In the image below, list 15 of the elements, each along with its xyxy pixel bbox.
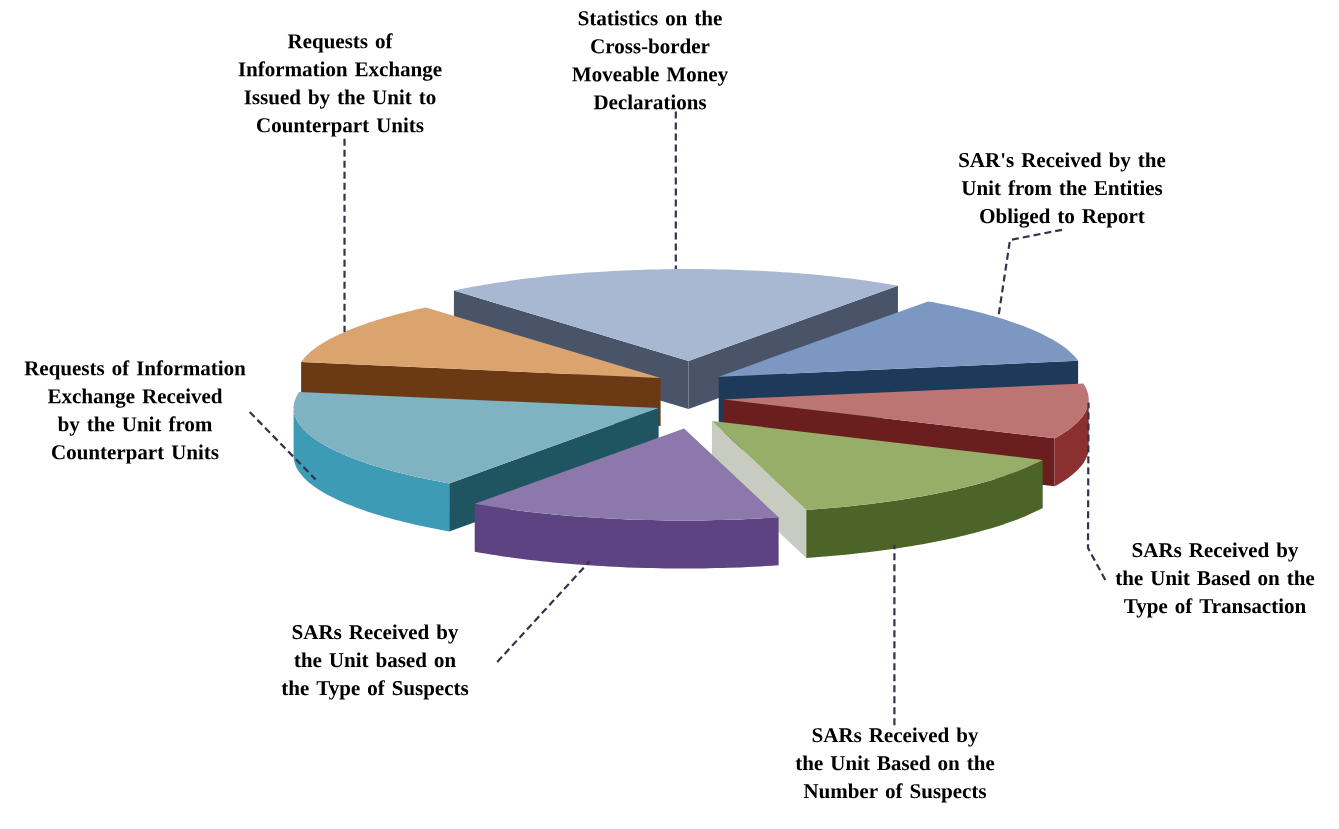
- label-text: SARs Received by the Unit Based on the Number of Suspects: [795, 727, 995, 803]
- leader-line: [343, 138, 346, 332]
- pie-slice: [711, 421, 1043, 558]
- label-text: SAR's Received by the Unit from the Entities Obliged to Report: [959, 152, 1166, 228]
- label-text: Requests of Information Exchange Issued by the Unit to Counterpart Units: [238, 33, 442, 137]
- label-text: SARs Received by the Unit based on the Type of Suspects: [281, 624, 469, 700]
- pie-slice: [474, 428, 779, 569]
- leader-line: [1086, 402, 1107, 581]
- leader-line: [248, 411, 317, 481]
- pie-slice: [293, 392, 659, 532]
- leader-line: [893, 544, 896, 726]
- leader-line: [674, 111, 677, 270]
- label-text: Statistics on the Cross-border Moveable Money Declarations: [572, 10, 728, 110]
- label-text: SARs Received by the Unit Based on the Type of Transaction: [1115, 542, 1315, 618]
- label-text: Requests of Information Exchange Received by the Unit from Counterpart Units: [24, 360, 246, 464]
